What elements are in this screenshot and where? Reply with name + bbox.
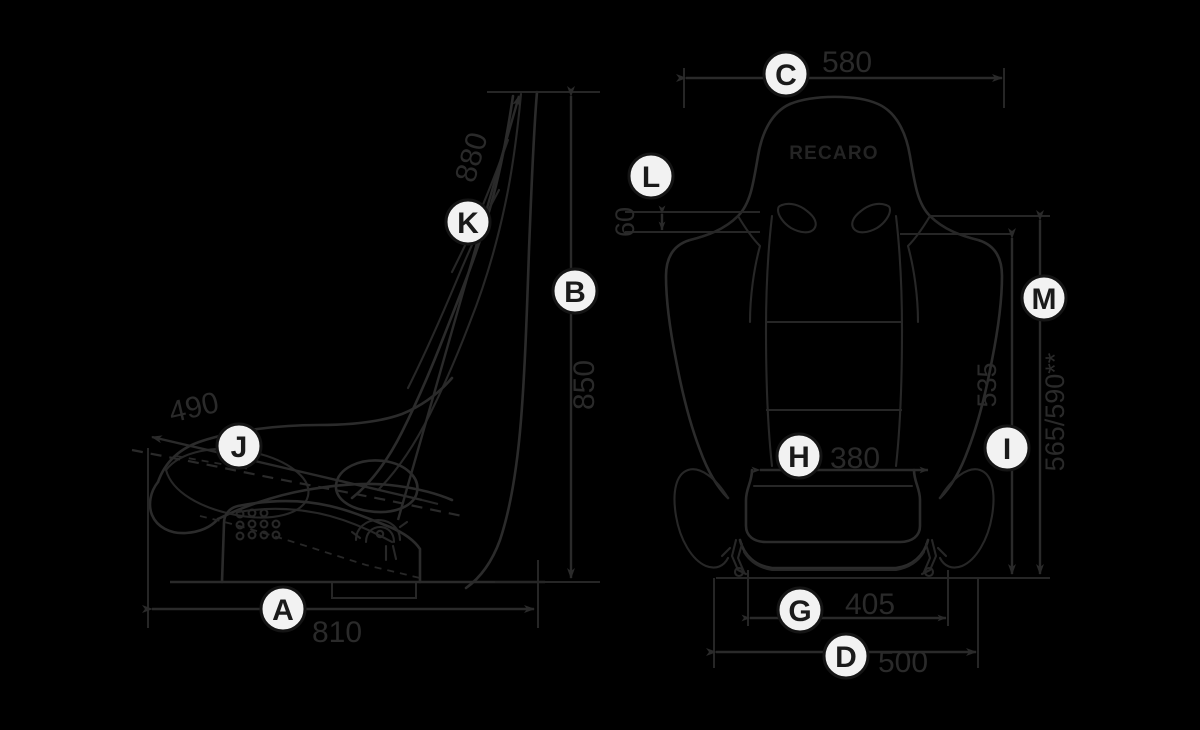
badge-i: I [983,424,1031,472]
dimension-m-value: 565/590** [1040,352,1070,471]
side-view-group: 810 A 850 B 880 K [131,86,601,649]
side-dash-lower-ref [199,515,421,579]
front-harness-slot-left [776,202,817,234]
front-shoulder-wing-right [906,214,980,324]
front-harness-slot-right [851,202,892,234]
front-leg-bolster-right [938,468,995,569]
badge-m-letter: M [1032,283,1057,316]
front-mount-left [720,538,748,578]
front-view-group: RECARO 580 C 60 L [610,46,1070,680]
front-cushion-block [744,468,922,544]
side-backrest-mid-contour [376,92,523,492]
dimension-a-value: 810 [312,616,362,649]
front-cushion-roll [738,538,930,570]
front-cushion-roll-inner [742,550,926,572]
dimension-j-value: 490 [166,386,222,429]
badge-b: B [551,267,599,315]
badge-m: M [1020,274,1068,322]
dimension-g-group: 405 G [741,586,947,634]
dimension-c-value: 580 [822,46,872,79]
dimension-g-value: 405 [845,588,895,621]
side-plate-hole-group [235,508,281,541]
side-recliner-plate [220,499,422,584]
side-recliner-hub [350,518,409,562]
side-cushion-front-nose [148,480,220,535]
side-mounting-bracket [331,582,417,599]
dimension-h-value: 380 [830,442,880,475]
dimension-k-line [396,95,521,521]
dimension-j-line [151,435,423,502]
dimension-l-value: 60 [610,207,640,237]
dimension-d-value: 500 [878,646,928,679]
badge-k: K [444,198,492,246]
badge-a-letter: A [272,594,294,627]
side-backrest-rear-outline [464,90,539,590]
dimension-h-group: 380 H [751,432,929,480]
badge-h: H [775,432,823,480]
dimension-l-group: 60 L [610,152,675,237]
badge-g: G [776,586,824,634]
dimension-k-value: 880 [449,129,495,186]
dimension-a-group: 810 A [142,585,535,649]
badge-l-letter: L [642,161,660,194]
badge-j: J [215,422,263,470]
dimension-i-group: 535 I [972,228,1031,575]
side-seat-pan-loop [334,459,419,514]
badge-j-letter: J [231,431,248,464]
badge-d-letter: D [835,641,857,674]
badge-k-letter: K [457,207,479,240]
badge-l: L [627,152,675,200]
front-center-pad-right [894,214,904,468]
recaro-logo: RECARO [789,143,879,164]
side-cushion-top-outline [156,376,454,484]
dimension-i-value: 535 [972,362,1002,407]
dimension-d-group: 500 D [706,632,977,680]
badge-c: C [762,50,810,98]
front-leg-bolster-left [673,468,730,569]
dimension-c-group: 580 C [676,46,1003,98]
badge-g-letter: G [788,595,811,628]
dimension-j-tail [421,499,439,505]
dimension-k-group: 880 K [396,95,521,521]
side-backrest-front-outline [350,94,515,500]
front-backrest-outline-left [664,102,792,500]
badge-b-letter: B [564,276,586,309]
badge-c-letter: C [775,59,797,92]
badge-i-letter: I [1003,433,1011,466]
badge-d: D [822,632,870,680]
front-mount-right [920,538,948,578]
side-dash-cushion-ref [131,448,463,518]
dimension-b-value: 850 [568,360,601,410]
front-center-pad-left [764,214,774,468]
badge-h-letter: H [788,441,810,474]
dimension-m-group: 565/590** M [1020,210,1070,575]
badge-a: A [259,585,307,633]
dimension-b-group: 850 B [551,86,601,579]
